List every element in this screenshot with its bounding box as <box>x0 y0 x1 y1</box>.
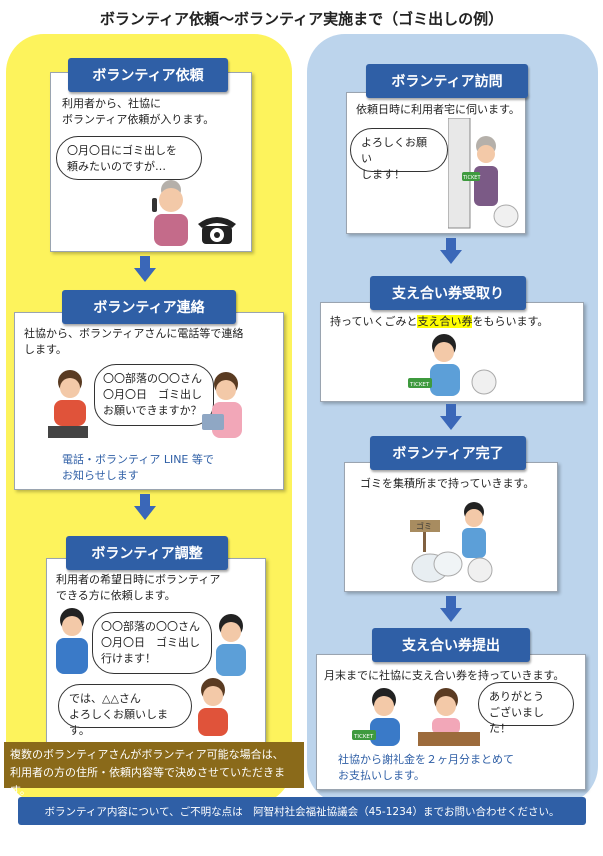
step3-speech-bubble-1: 〇〇部落の〇〇さん 〇月〇日 ゴミ出し 行けます！ <box>92 612 212 674</box>
step5-desc-pre: 持っていくごみと <box>330 315 418 328</box>
step3-bubble1-line-3: 行けます！ <box>101 652 156 665</box>
left-footer-note: 複数のボランティアさんがボランティア可能な場合は、 利用者の方の住所・依頼内容等… <box>4 742 304 797</box>
step5-ticket-text: TICKET <box>409 382 430 388</box>
step3-bubble1-line-1: 〇〇部落の〇〇さん <box>101 620 200 633</box>
step2-desc-1: 社協から、ボランティアさんに電話等で連絡 <box>24 327 244 340</box>
flow-arrow-3 <box>440 238 462 264</box>
volunteer-man-ticket-icon: TICKET <box>408 334 497 396</box>
step2-bubble-line-3: お願いできますか？ <box>103 404 202 417</box>
staff-woman-counter-icon <box>418 688 480 746</box>
step3-desc-2: できる方に依頼します。 <box>56 589 176 602</box>
step4-ticket-text: TICKET <box>462 175 481 181</box>
volunteer-man-phone-icon <box>56 608 88 674</box>
step1-desc-2: ボランティア依頼が入ります。 <box>62 113 215 126</box>
staff-woman-phone-icon <box>48 370 88 438</box>
volunteer-man-2-phone-icon <box>216 614 246 676</box>
step7-speech-bubble: ありがとう ございました！ <box>478 682 574 735</box>
step1-bubble-line-2: 頼みたいのですが… <box>67 160 166 173</box>
flow-arrow-4 <box>440 404 462 430</box>
flow-arrow-1 <box>134 256 156 282</box>
step6-header: ボランティア完了 <box>370 436 526 470</box>
step4-header: ボランティア訪問 <box>366 64 528 98</box>
staff-woman-phone-2-icon <box>198 678 228 736</box>
step2-note-2: お知らせします <box>62 469 139 482</box>
step2-note-1: 電話・ボランティア LINE 等で <box>62 453 214 466</box>
step3-desc-1: 利用者の希望日時にボランティア <box>56 573 221 586</box>
left-footer-line-1: 複数のボランティアさんがボランティア可能な場合は、 <box>10 748 284 761</box>
step2-bubble-line-2: 〇月〇日 ゴミ出し <box>103 388 202 401</box>
contact-bar: ボランティア内容について、ご不明な点は 阿智村社会福祉協議会（45-1234）ま… <box>18 797 586 825</box>
volunteer-man-ticket-2-icon: TICKET <box>352 688 400 746</box>
step7-bubble-line-1: ありがとう <box>489 690 544 703</box>
elderly-woman-phone-icon <box>152 180 188 246</box>
step3-bubble1-line-2: 〇月〇日 ゴミ出し <box>101 636 200 649</box>
step5-desc-highlight: 支え合い券 <box>417 315 473 328</box>
step7-header: 支え合い券提出 <box>372 628 530 662</box>
step4-speech-bubble: よろしくお願い します！ <box>350 128 448 181</box>
step6-desc: ゴミを集積所まで持っていきます。 <box>360 477 535 490</box>
step1-desc-1: 利用者から、社協に <box>62 97 161 110</box>
left-footer-line-2: 利用者の方の住所・依頼内容等で決めさせていただきます。 <box>10 766 285 797</box>
step7-note-2: お支払いします。 <box>338 769 425 782</box>
flow-arrow-2 <box>134 494 156 520</box>
door-elderly-woman-icon: TICKET <box>448 118 519 229</box>
step7-desc: 月末までに社協に支え合い券を持っていきます。 <box>324 669 565 682</box>
step1-speech-bubble: 〇月〇日にゴミ出しを 頼みたいのですが… <box>56 136 202 180</box>
step2-header: ボランティア連絡 <box>62 290 236 324</box>
step7-note-1: 社協から謝礼金を２ヶ月分まとめて <box>338 753 514 766</box>
step4-desc: 依頼日時に利用者宅に伺います。 <box>356 103 520 116</box>
garbage-collection-icon: ゴミ <box>410 502 493 583</box>
step3-speech-bubble-2: では、△△さん よろしくお願いします。 <box>58 684 192 737</box>
step5-desc-post: をもらいます。 <box>472 315 549 328</box>
page-title: ボランティア依頼～ボランティア実施まで（ゴミ出しの例） <box>99 10 504 28</box>
step3-bubble2-line-1: では、△△さん <box>69 692 141 705</box>
step1-header: ボランティア依頼 <box>68 58 228 92</box>
volunteer-woman-tablet-icon <box>202 372 242 438</box>
step7-bubble-line-2: ございました！ <box>489 706 544 735</box>
step2-bubble-line-1: 〇〇部落の〇〇さん <box>103 372 202 385</box>
flow-arrow-5 <box>440 596 462 622</box>
step6-sign-text: ゴミ <box>416 521 432 531</box>
step7-ticket-text: TICKET <box>353 734 374 740</box>
step1-bubble-line-1: 〇月〇日にゴミ出しを <box>67 144 177 157</box>
step2-speech-bubble: 〇〇部落の〇〇さん 〇月〇日 ゴミ出し お願いできますか？ <box>94 364 214 426</box>
rotary-phone-icon <box>198 217 236 244</box>
step5-header: 支え合い券受取り <box>370 276 526 310</box>
step3-bubble2-line-2: よろしくお願いします。 <box>69 708 168 737</box>
step5-desc: 持っていくごみと支え合い券をもらいます。 <box>330 314 548 330</box>
step3-header: ボランティア調整 <box>66 536 228 570</box>
step4-bubble-line-1: よろしくお願い <box>361 136 427 165</box>
step2-desc-2: します。 <box>24 343 67 356</box>
step4-bubble-line-2: します！ <box>361 168 405 181</box>
